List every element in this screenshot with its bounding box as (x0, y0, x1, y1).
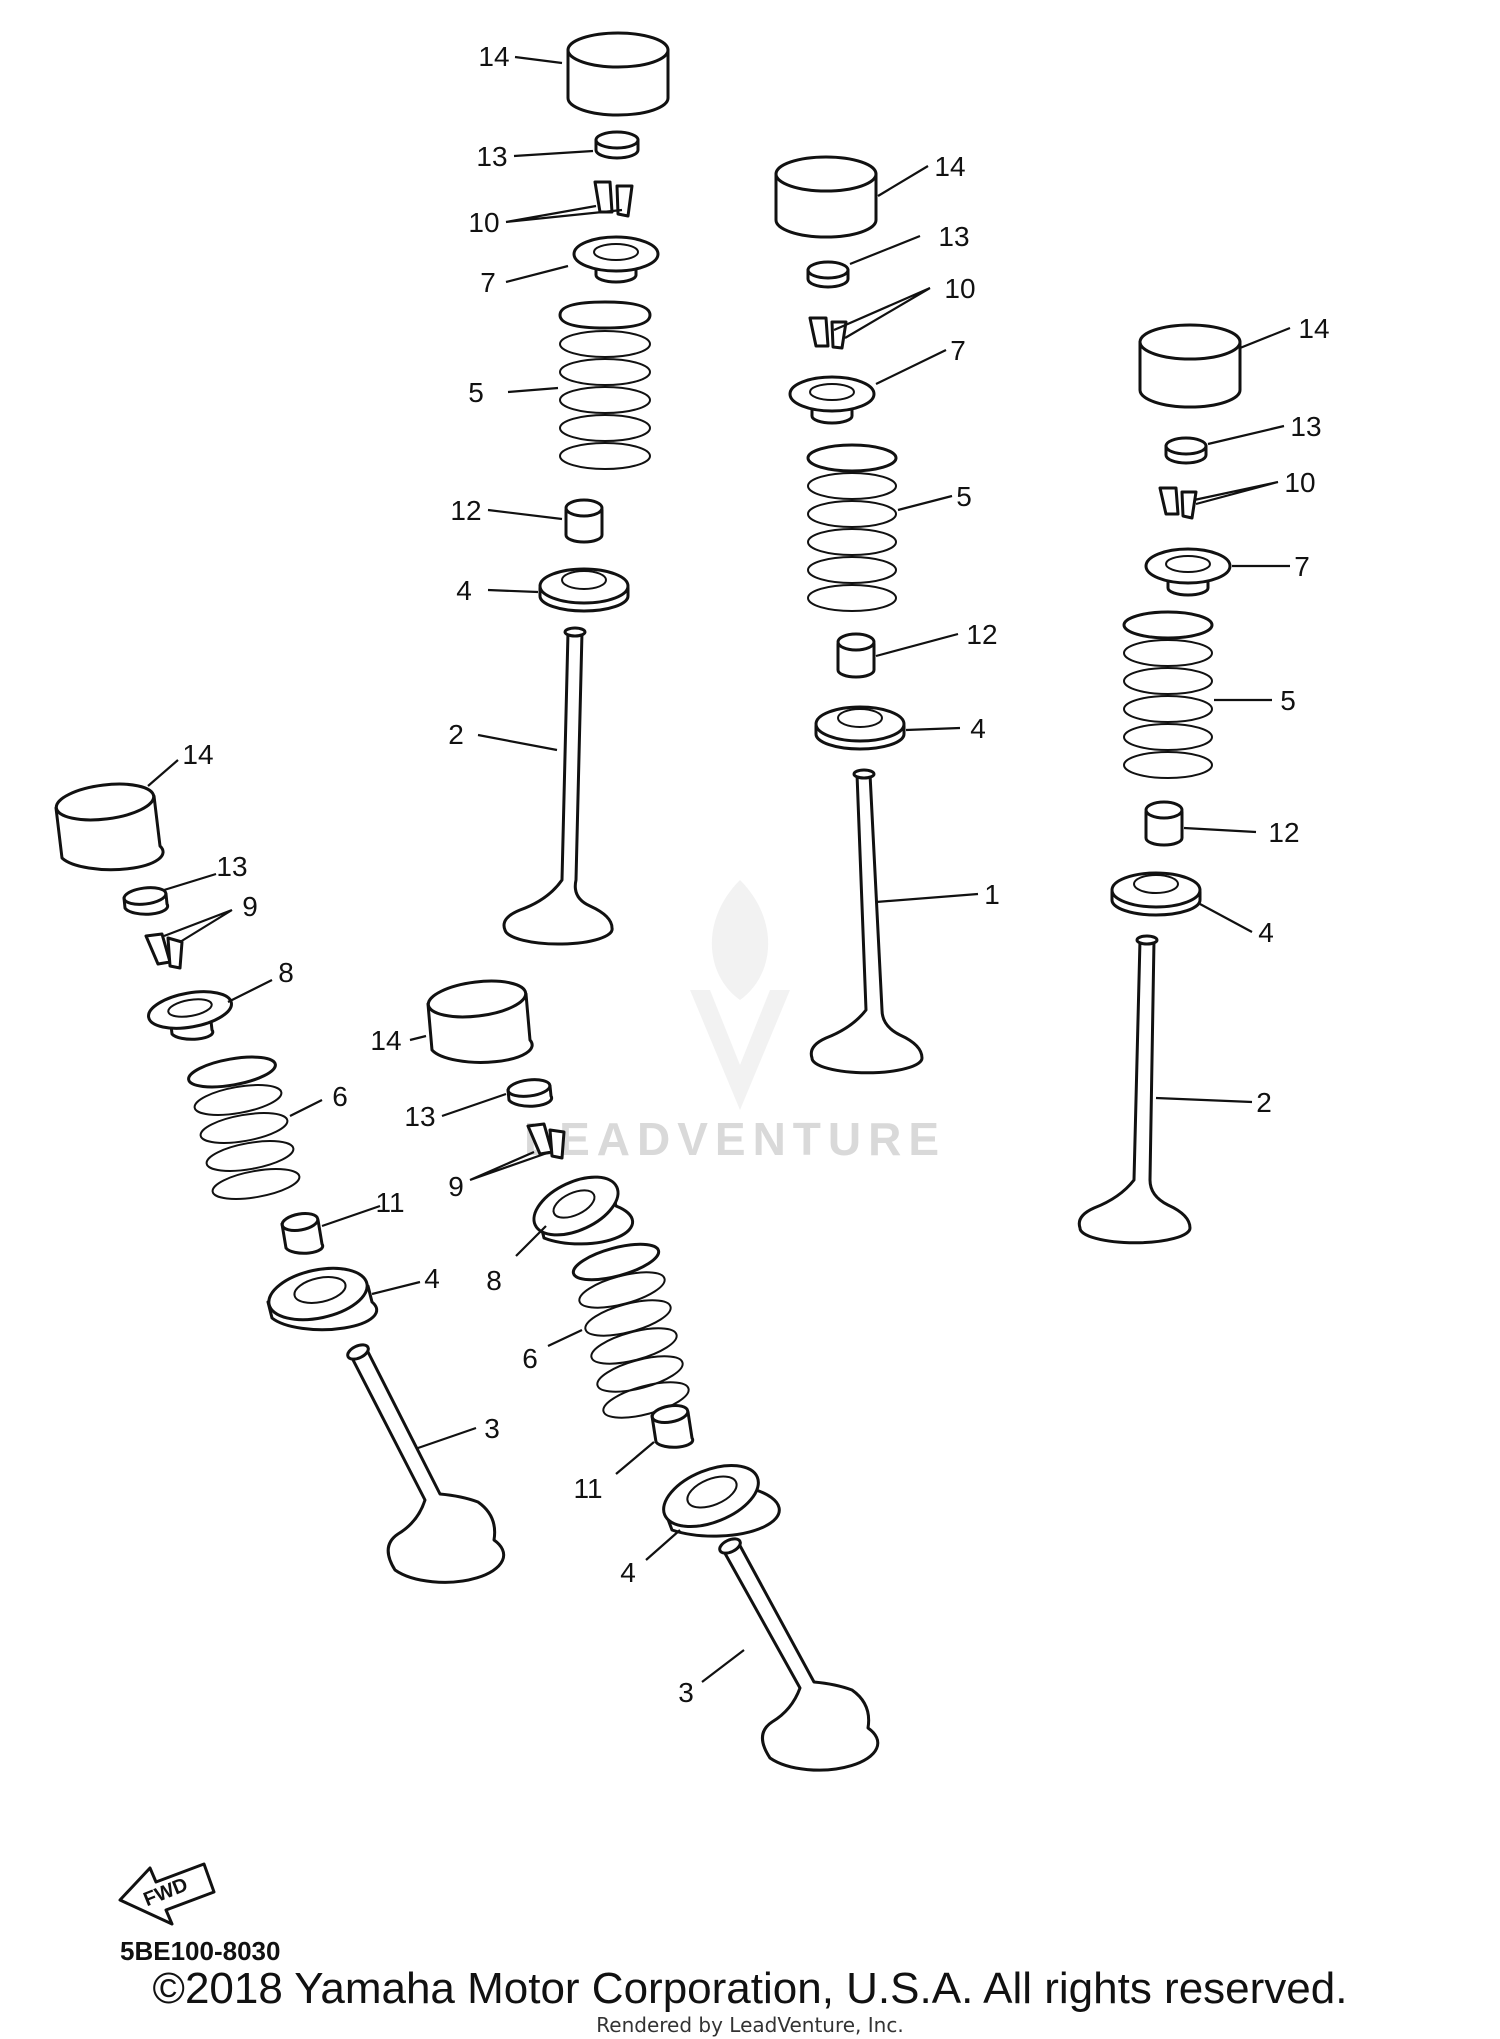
callout-label: 7 (950, 335, 966, 366)
callout-label: 5 (468, 377, 484, 408)
callout-label: 11 (375, 1187, 404, 1218)
valve-spring-seat (1110, 871, 1202, 917)
valve-assembly-a (502, 31, 670, 946)
callout-label: 4 (424, 1263, 440, 1294)
valve-spring (1122, 610, 1214, 779)
valve-spring (187, 1055, 301, 1200)
valve-pad (506, 1078, 554, 1108)
valve-pad (1164, 436, 1208, 465)
valve-stem-seal (280, 1212, 325, 1255)
valve-pad (806, 260, 850, 289)
valve-spring-retainer (788, 375, 876, 425)
callout-label: 4 (620, 1557, 636, 1588)
valve-spring-seat (662, 1463, 781, 1538)
callout-label: 14 (182, 739, 213, 770)
valve-cotter (144, 932, 184, 970)
callout-label: 4 (456, 575, 472, 606)
valve-lifter (426, 979, 534, 1064)
valve-pad (594, 130, 640, 160)
intake-valve (809, 768, 924, 1075)
callout-label: 8 (486, 1265, 502, 1296)
callout-label: 14 (370, 1025, 401, 1056)
valve-spring (558, 300, 652, 470)
callout-label: 1 (984, 879, 1000, 910)
valve-cotter (808, 316, 848, 350)
valve-stem-seal (836, 632, 876, 679)
rendered-by-note: Rendered by LeadVenture, Inc. (596, 2013, 904, 2037)
exhaust-valve (718, 1537, 880, 1772)
callout-label: 13 (1290, 411, 1321, 442)
callout-label: 8 (278, 957, 294, 988)
callout-label: 14 (934, 151, 965, 182)
valve-assembly-e (426, 979, 880, 1772)
valve-spring (806, 443, 898, 612)
callout-label: 12 (1268, 817, 1299, 848)
valve-spring-seat (538, 567, 630, 613)
callout-label: 7 (1294, 551, 1310, 582)
valve-assembly-d (54, 782, 506, 1584)
callout-label: 2 (448, 719, 464, 750)
valve-lifter (54, 782, 165, 872)
callout-label: 6 (522, 1343, 538, 1374)
forward-arrow-icon: FWD (118, 1862, 216, 1926)
valve-spring-retainer (532, 1175, 635, 1246)
callout-label: 3 (484, 1413, 500, 1444)
callout-label: 13 (216, 851, 247, 882)
valve-stem-seal (650, 1404, 695, 1449)
valve-cotter (526, 1122, 566, 1160)
callout-label: 6 (332, 1081, 348, 1112)
callout-label: 14 (478, 41, 509, 72)
valve-spring-retainer (572, 235, 660, 284)
valve-spring-retainer (147, 990, 233, 1041)
callout-label: 4 (970, 713, 986, 744)
valve-cotter (1158, 486, 1198, 520)
intake-valve (1077, 934, 1192, 1245)
callout-label: 5 (1280, 685, 1296, 716)
callout-label: 13 (938, 221, 969, 252)
valve-assembly-b (774, 155, 924, 1075)
callout-label: 7 (480, 267, 496, 298)
watermark-logo (690, 880, 790, 1110)
intake-valve (502, 626, 614, 946)
valve-lifter (774, 155, 878, 239)
valve-stem-seal (564, 498, 604, 544)
callout-label: 5 (956, 481, 972, 512)
valve-spring-seat (814, 705, 906, 751)
callout-label: 13 (476, 141, 507, 172)
copyright-notice: ©2018 Yamaha Motor Corporation, U.S.A. A… (152, 1964, 1348, 2013)
valve-lifter (1138, 323, 1242, 409)
valve-spring (571, 1242, 690, 1419)
callout-label: 11 (573, 1473, 602, 1504)
callout-label: 14 (1298, 313, 1329, 344)
callout-label: 10 (1284, 467, 1315, 498)
callout-leaders (147, 55, 1291, 1683)
valve-spring-retainer (1144, 547, 1232, 597)
callout-numbers: 14 13 10 7 5 12 4 2 14 13 10 7 5 12 4 1 … (182, 41, 1329, 1708)
callout-label: 10 (944, 273, 975, 304)
callout-label: 12 (450, 495, 481, 526)
drawing-code: 5BE100-8030 (120, 1936, 280, 1966)
callout-label: 9 (448, 1171, 464, 1202)
valve-stem-seal (1144, 800, 1184, 847)
callout-label: 13 (404, 1101, 435, 1132)
watermark-text: LEADVENTURE (524, 1113, 946, 1165)
valve-pad (122, 886, 170, 916)
callout-label: 10 (468, 207, 499, 238)
valve-spring-seat (266, 1266, 379, 1332)
callout-label: 4 (1258, 917, 1274, 948)
exhaust-valve (346, 1343, 506, 1584)
valve-assembly-c (1077, 323, 1242, 1245)
callout-label: 12 (966, 619, 997, 650)
callout-label: 9 (242, 891, 258, 922)
callout-label: 2 (1256, 1087, 1272, 1118)
valve-lifter (566, 31, 670, 117)
callout-label: 3 (678, 1677, 694, 1708)
